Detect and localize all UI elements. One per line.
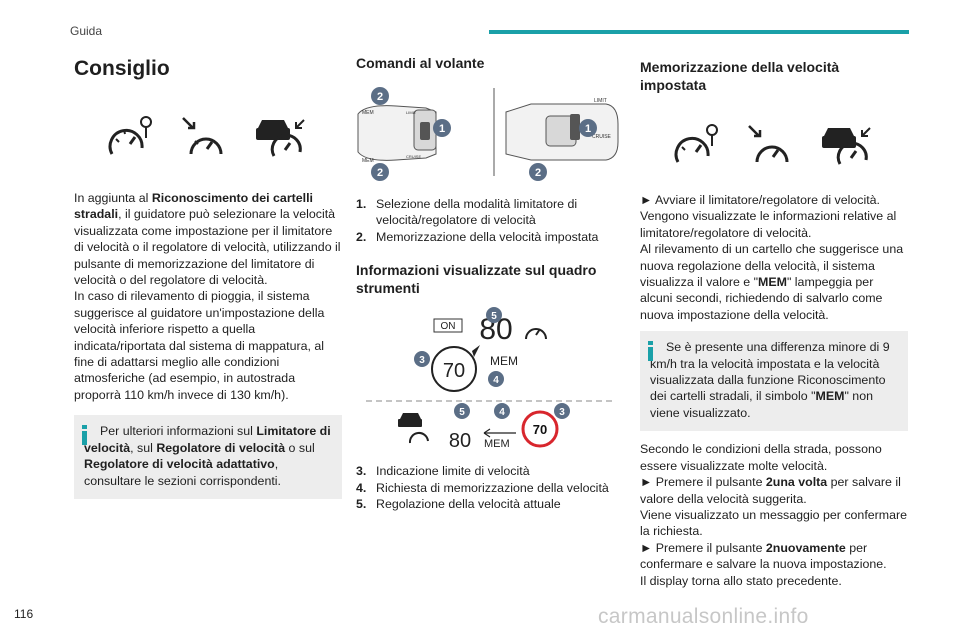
watermark: carmanualsonline.info — [598, 605, 809, 628]
info-icon — [648, 341, 653, 362]
running-header: Guida — [70, 24, 103, 38]
svg-text:1: 1 — [585, 123, 591, 135]
svg-text:1: 1 — [439, 123, 445, 135]
stalk-label-cruise: CRUISE — [406, 154, 421, 159]
column-controls: Comandi al volante MEM MEM LIMIT CRUISE … — [356, 54, 624, 512]
stalk-label-cruise-2: CRUISE — [592, 134, 612, 140]
set-speed: 70 — [443, 360, 465, 382]
list-item: 2.Memorizzazione della velocità impostat… — [356, 229, 599, 244]
info-box-advice: Per ulteriori informazioni sul Limitator… — [74, 415, 342, 499]
speedometer-cruise-icon — [748, 125, 789, 163]
list-item: 3.Indicazione limite di velocità — [356, 464, 530, 479]
speedometer-limit-icon — [108, 116, 152, 155]
display-list: 3.Indicazione limite di velocità 4.Richi… — [356, 463, 624, 512]
list-item: 4.Richiesta di memorizzazione della velo… — [356, 480, 609, 495]
stalk-label-mem: MEM — [362, 110, 374, 116]
header-accent-bar — [489, 30, 909, 34]
speed-sign-value: 70 — [533, 422, 547, 437]
info-text-memorization: Se è presente una differenza minore di 9… — [650, 340, 890, 420]
info-icon — [82, 425, 87, 446]
on-label: ON — [441, 321, 456, 332]
list-item: 5.Regolazione della velocità attuale — [356, 497, 561, 512]
info-text-advice: Per ulteriori informazioni sul Limitator… — [84, 424, 331, 488]
steering-stalk-illustration: MEM MEM LIMIT CRUISE 2 2 1 LIMIT CRUISE … — [357, 87, 619, 181]
mem-text-2: Vengono visualizzate le informazioni rel… — [640, 209, 897, 240]
section-title-memorization: Memorizzazione della velocità impostata — [640, 59, 840, 93]
stalk-label-limit: LIMIT — [406, 110, 417, 115]
svg-text:2: 2 — [377, 167, 383, 179]
mem-text-8: Il display torna allo stato precedente. — [640, 573, 842, 588]
svg-text:3: 3 — [559, 407, 565, 418]
column-memorization: Memorizzazione della velocità impostata … — [640, 54, 908, 589]
section-title-steering-controls: Comandi al volante — [356, 55, 485, 71]
section-title-advice: Consiglio — [74, 57, 170, 80]
svg-text:3: 3 — [419, 355, 425, 366]
mem-step-5: ► Premere il pulsante 2una volta per sal… — [640, 475, 901, 506]
mem-step-1: ► Avviare il limitatore/regolatore di ve… — [640, 193, 880, 207]
speedometer-limit-icon — [674, 124, 718, 163]
stalk-label-mem-2: MEM — [362, 158, 374, 164]
svg-text:4: 4 — [493, 375, 499, 386]
svg-text:4: 4 — [499, 407, 505, 418]
page-number: 116 — [14, 607, 34, 621]
section-title-displayed-info: Informazioni visualizzate sul quadro str… — [356, 262, 597, 297]
stalk-label-limit-2: LIMIT — [594, 98, 607, 104]
callout-2-bottom — [371, 163, 389, 181]
mode-icons — [74, 100, 342, 160]
callout-2-top — [371, 87, 389, 105]
instrument-display-illustration: ON 80 70 MEM 5 3 4 80 MEM 70 5 4 3 — [366, 307, 614, 452]
advice-paragraph-2: In caso di rilevamento di pioggia, il si… — [74, 289, 325, 402]
callout-2-right — [529, 163, 547, 181]
callout-1-right — [579, 119, 597, 137]
mem-text-6: Viene visualizzato un messaggio per conf… — [640, 507, 908, 539]
svg-text:2: 2 — [535, 167, 541, 179]
svg-text:5: 5 — [491, 311, 497, 322]
mem-label: MEM — [490, 354, 518, 368]
mem-text-3: Al rilevamento di un cartello che sugger… — [640, 242, 904, 322]
info-box-memorization: Se è presente una differenza minore di 9… — [640, 331, 908, 432]
speed-sign — [521, 410, 559, 448]
callout-1-left — [433, 119, 451, 137]
adaptive-cruise-icon — [256, 119, 306, 157]
adaptive-cruise-icon — [822, 127, 872, 165]
controls-list: 1.Selezione della modalità limitatore di… — [356, 196, 624, 245]
bottom-mem: MEM — [484, 438, 510, 450]
svg-text:2: 2 — [377, 91, 383, 103]
speedometer-cruise-icon — [182, 117, 223, 155]
mode-icons-2 — [640, 112, 908, 168]
mem-text-4: Secondo le condizioni della strada, poss… — [640, 442, 882, 473]
column-advice: Consiglio In aggiunta al Riconoscimento … — [74, 54, 342, 499]
advice-paragraph-1: In aggiunta al Riconoscimento dei cartel… — [74, 191, 341, 288]
mem-step-7: ► Premere il pulsante 2nuovamente per co… — [640, 540, 887, 572]
svg-text:5: 5 — [459, 407, 465, 418]
list-item: 1.Selezione della modalità limitatore di… — [356, 197, 578, 228]
bottom-speed: 80 — [449, 430, 471, 452]
